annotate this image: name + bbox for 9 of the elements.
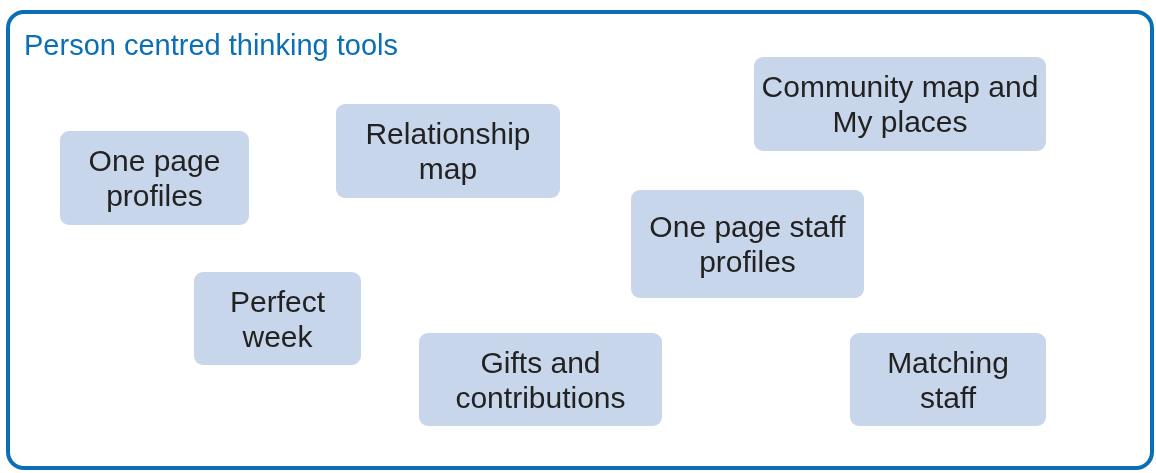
tool-box: Community map and My places	[754, 57, 1046, 151]
tool-box: One page profiles	[60, 131, 249, 225]
group-frame	[6, 10, 1154, 470]
tool-box: Matching staff	[850, 333, 1046, 426]
tool-box: Perfect week	[194, 272, 361, 365]
group-heading: Person centred thinking tools	[24, 28, 398, 62]
tool-box: One page staff profiles	[631, 190, 864, 298]
tool-box: Gifts and contributions	[419, 333, 662, 426]
tool-box: Relationship map	[336, 104, 560, 198]
